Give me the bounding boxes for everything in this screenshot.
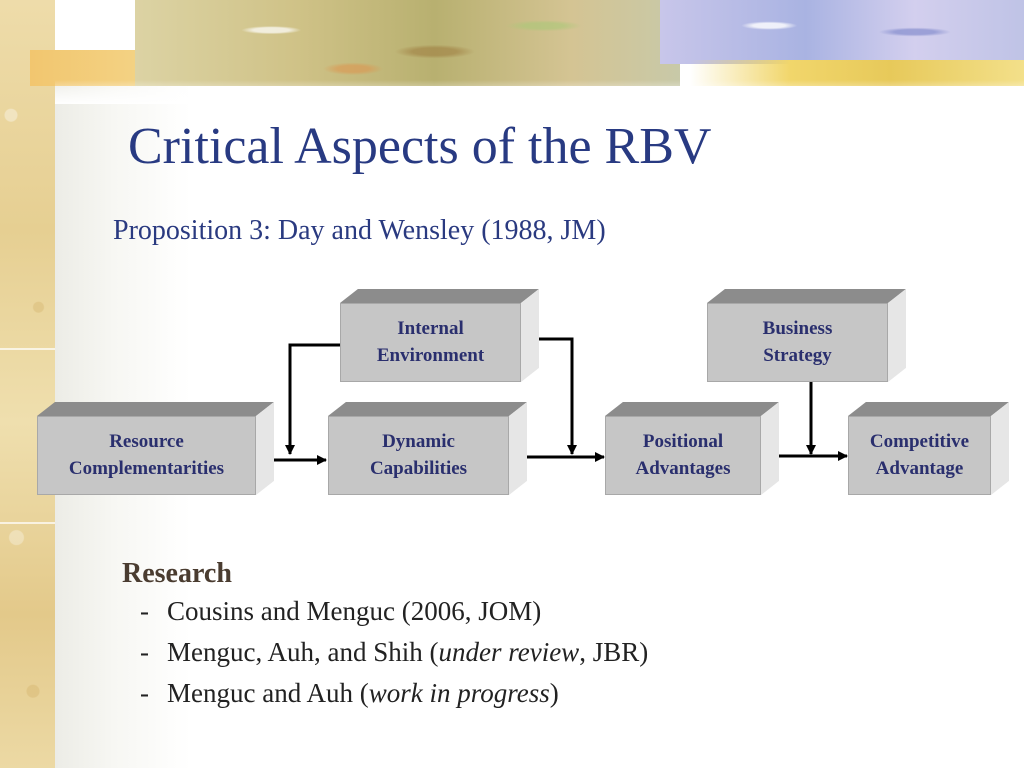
research-item: -Menguc and Auh (work in progress) xyxy=(140,678,648,719)
box-label-line2: Advantages xyxy=(635,457,731,479)
research-item-text: Menguc and Auh ( xyxy=(167,678,369,708)
box-internal-environment: Internal Environment xyxy=(340,288,539,382)
box-front-face: Dynamic Capabilities xyxy=(328,416,509,495)
box-label-line2: Strategy xyxy=(763,344,832,366)
box-label-line2: Advantage xyxy=(875,457,964,479)
box-positional-advantages: Positional Advantages xyxy=(605,401,779,495)
box-front-face: Positional Advantages xyxy=(605,416,761,495)
box-top-face xyxy=(340,289,539,303)
research-item-text: Cousins and Menguc (2006, JOM) xyxy=(167,596,542,626)
box-side-face xyxy=(761,401,779,495)
box-side-face xyxy=(991,401,1009,495)
box-dynamic-capabilities: Dynamic Capabilities xyxy=(328,401,527,495)
box-label: Internal Environment xyxy=(377,316,484,369)
banner-blue-image xyxy=(660,0,1024,64)
box-label-line2: Capabilities xyxy=(369,457,468,479)
box-top-face xyxy=(328,402,527,416)
banner-leaf-image xyxy=(135,0,680,86)
box-side-face xyxy=(256,401,274,495)
box-front-face: Competitive Advantage xyxy=(848,416,991,495)
left-decorative-strip xyxy=(0,0,55,768)
research-item: -Cousins and Menguc (2006, JOM) xyxy=(140,596,648,637)
box-front-face: Business Strategy xyxy=(707,303,888,382)
box-business-strategy: Business Strategy xyxy=(707,288,906,382)
banner-fade xyxy=(55,80,1024,104)
slide-subtitle: Proposition 3: Day and Wensley (1988, JM… xyxy=(113,215,606,246)
box-side-face xyxy=(888,288,906,382)
box-side-face xyxy=(509,401,527,495)
box-label-line1: Business xyxy=(762,317,833,339)
strip-divider xyxy=(0,522,55,524)
list-dash: - xyxy=(140,678,149,708)
research-item-text: Menguc, Auh, and Shih ( xyxy=(167,637,439,667)
box-label-line1: Competitive xyxy=(869,430,970,452)
box-front-face: Internal Environment xyxy=(340,303,521,382)
list-dash: - xyxy=(140,637,149,667)
research-heading: Research xyxy=(122,558,232,589)
box-resource-complementarities: Resource Complementarities xyxy=(37,401,274,495)
box-label-line1: Positional xyxy=(642,430,724,452)
box-top-face xyxy=(605,402,779,416)
box-label-line2: Complementarities xyxy=(68,457,225,479)
slide-title: Critical Aspects of the RBV xyxy=(128,118,712,175)
box-label: Positional Advantages xyxy=(635,429,730,482)
research-item-italic: work in progress xyxy=(368,678,550,708)
research-item-text: ) xyxy=(549,678,559,708)
research-item-text: , JBR) xyxy=(579,637,649,667)
box-front-face: Resource Complementarities xyxy=(37,416,256,495)
box-side-face xyxy=(521,288,539,382)
box-top-face xyxy=(707,289,906,303)
list-dash: - xyxy=(140,596,149,626)
box-top-face xyxy=(848,402,1009,416)
box-label-line1: Resource xyxy=(109,430,184,452)
strip-divider xyxy=(0,348,55,350)
box-competitive-advantage: Competitive Advantage xyxy=(848,401,1009,495)
box-label: Dynamic Capabilities xyxy=(370,429,467,482)
box-label-line2: Environment xyxy=(376,344,485,366)
box-label: Competitive Advantage xyxy=(870,429,969,482)
box-label-line1: Dynamic xyxy=(382,430,455,452)
box-label: Resource Complementarities xyxy=(69,429,224,482)
box-top-face xyxy=(37,402,274,416)
research-item-italic: under review xyxy=(438,637,580,667)
box-label: Business Strategy xyxy=(763,316,833,369)
research-item: -Menguc, Auh, and Shih (under review, JB… xyxy=(140,637,648,678)
box-label-line1: Internal xyxy=(397,317,464,339)
research-list: -Cousins and Menguc (2006, JOM) -Menguc,… xyxy=(140,596,648,719)
